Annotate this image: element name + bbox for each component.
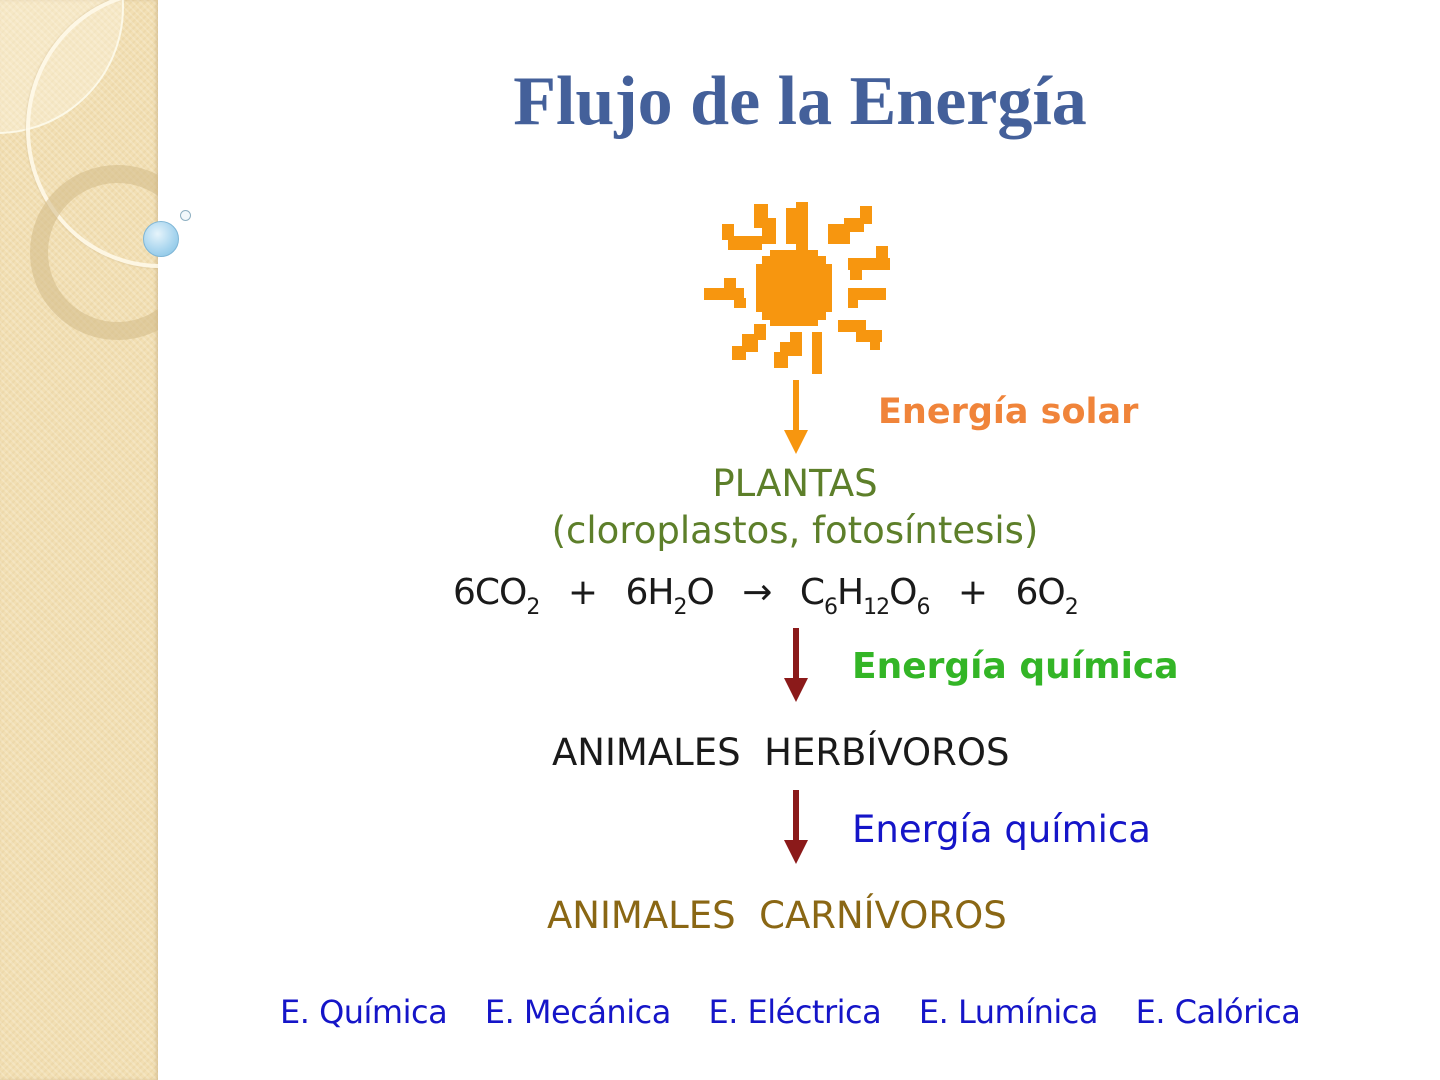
plants-title: PLANTAS (712, 462, 878, 505)
energy-form-item: E. Calórica (1135, 993, 1301, 1031)
bubble-decoration (143, 221, 179, 257)
carnivores-label: ANIMALES CARNÍVOROS (547, 894, 1007, 937)
energy-forms-list: E. Química E. Mecánica E. Eléctrica E. L… (280, 993, 1328, 1031)
energy-form-item: E. Mecánica (484, 993, 671, 1031)
decorative-sidebar (0, 0, 158, 1080)
arrow-down-icon (784, 628, 808, 702)
slide-title: Flujo de la Energía (513, 63, 1087, 140)
plants-subtitle: (cloroplastos, fotosíntesis) (551, 509, 1039, 552)
arrow-down-icon (784, 790, 808, 864)
herbivores-label: ANIMALES HERBÍVOROS (552, 731, 1010, 774)
bubble-decoration-small (180, 210, 191, 221)
reaction-arrow: → (742, 572, 772, 613)
sun-icon (704, 202, 890, 374)
arrow-down-icon (784, 380, 808, 454)
energy-form-item: E. Química (280, 993, 448, 1031)
chemical-energy-label-1: Energía química (852, 646, 1179, 687)
chemical-energy-label-2: Energía química (852, 808, 1151, 851)
solar-energy-label: Energía solar (878, 392, 1139, 432)
energy-form-item: E. Lumínica (918, 993, 1099, 1031)
photosynthesis-equation: 6CO2 + 6H2O → C6H12O6 + 6O2 (453, 572, 1079, 620)
energy-form-item: E. Eléctrica (708, 993, 882, 1031)
